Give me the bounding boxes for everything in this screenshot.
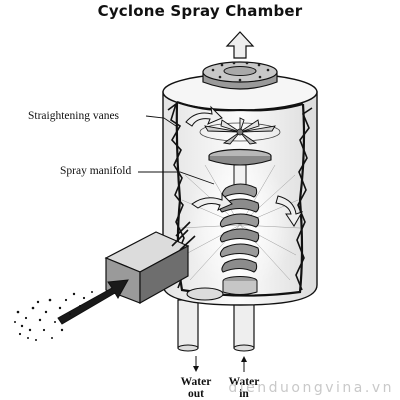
spray-manifold — [208, 148, 272, 295]
exhaust-arrow-icon — [225, 31, 255, 59]
label-water-out-line1: Water — [180, 376, 212, 388]
dust-particles — [14, 291, 93, 341]
label-spray-manifold: Spray manifold — [60, 165, 132, 177]
leader-lines — [138, 115, 215, 185]
water-in-arrow-icon — [241, 356, 247, 372]
label-water-out: Water out — [178, 376, 214, 400]
label-water-in: Water in — [226, 376, 262, 400]
water-out-arrow-icon — [193, 356, 199, 372]
inlet-arrow-icon — [57, 279, 129, 325]
label-straightening-vanes: Straightening vanes — [28, 110, 120, 122]
diagram-title: Cyclone Spray Chamber — [97, 2, 303, 20]
outlet-flange — [202, 61, 278, 90]
label-water-out-line2: out — [188, 388, 204, 400]
outlet-pipes — [177, 299, 255, 352]
watermark: dienduongvina.vn — [228, 380, 394, 396]
swirl-arrows — [185, 105, 304, 227]
label-water-in-line1: Water — [228, 376, 260, 388]
straightening-vanes — [199, 117, 281, 145]
label-water-in-line2: in — [239, 388, 249, 400]
